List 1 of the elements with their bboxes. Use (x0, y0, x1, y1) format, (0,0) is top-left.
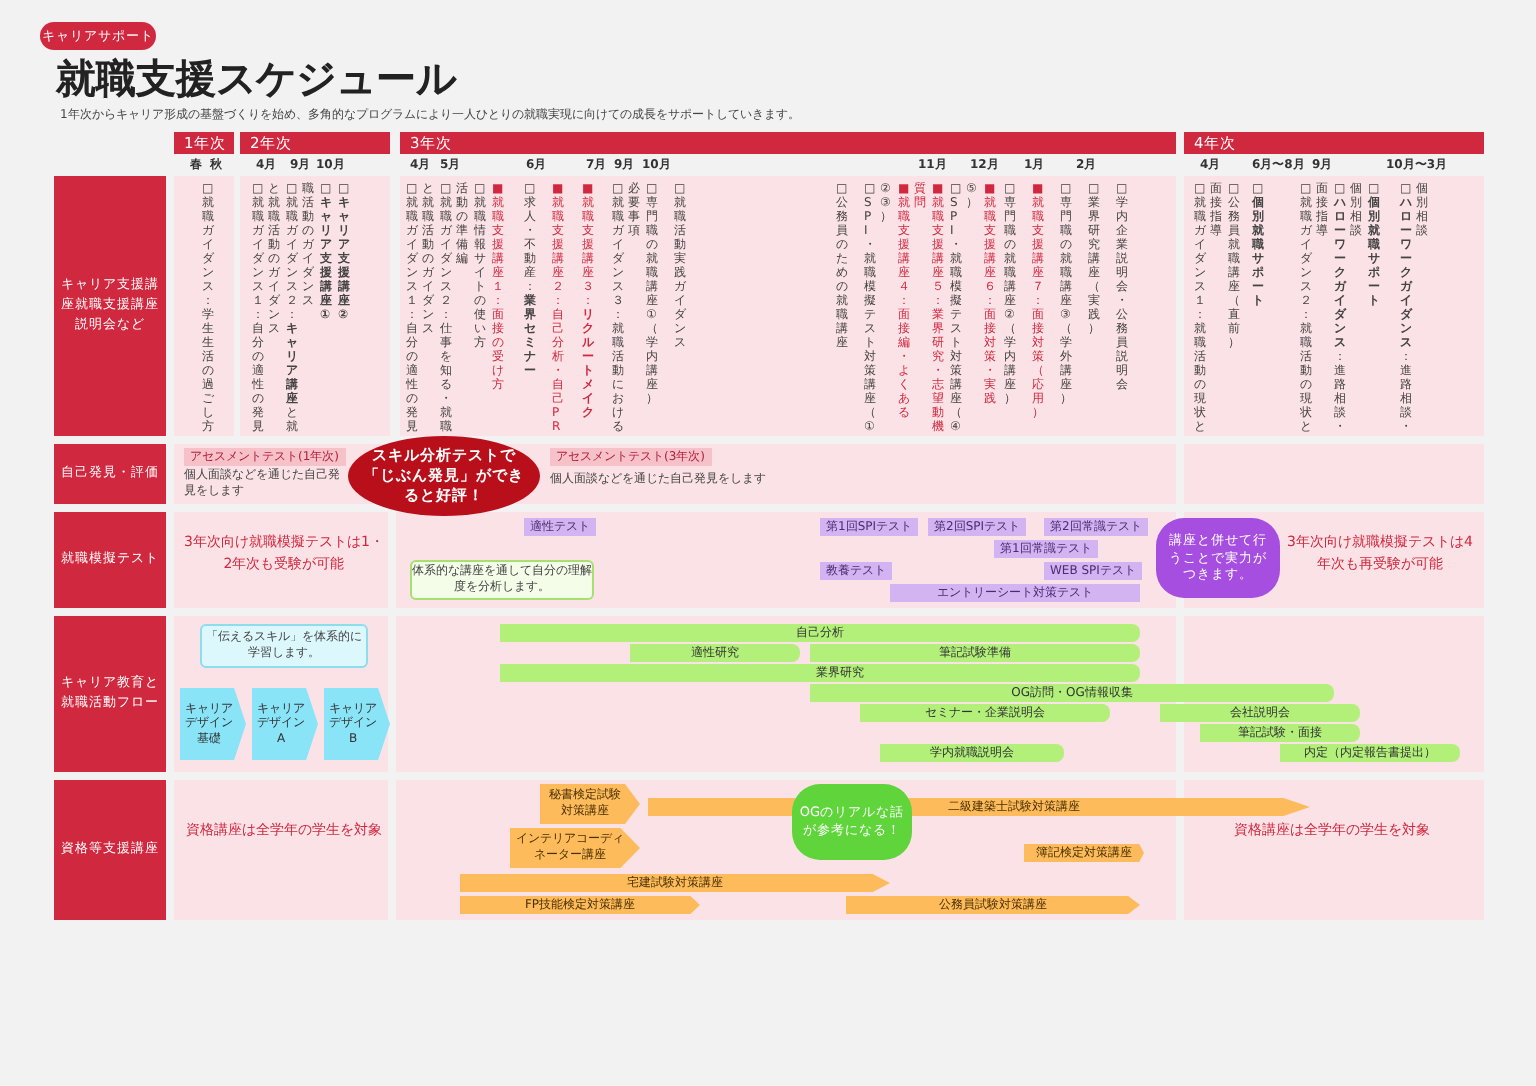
title: 就職支援スケジュール (56, 52, 459, 104)
